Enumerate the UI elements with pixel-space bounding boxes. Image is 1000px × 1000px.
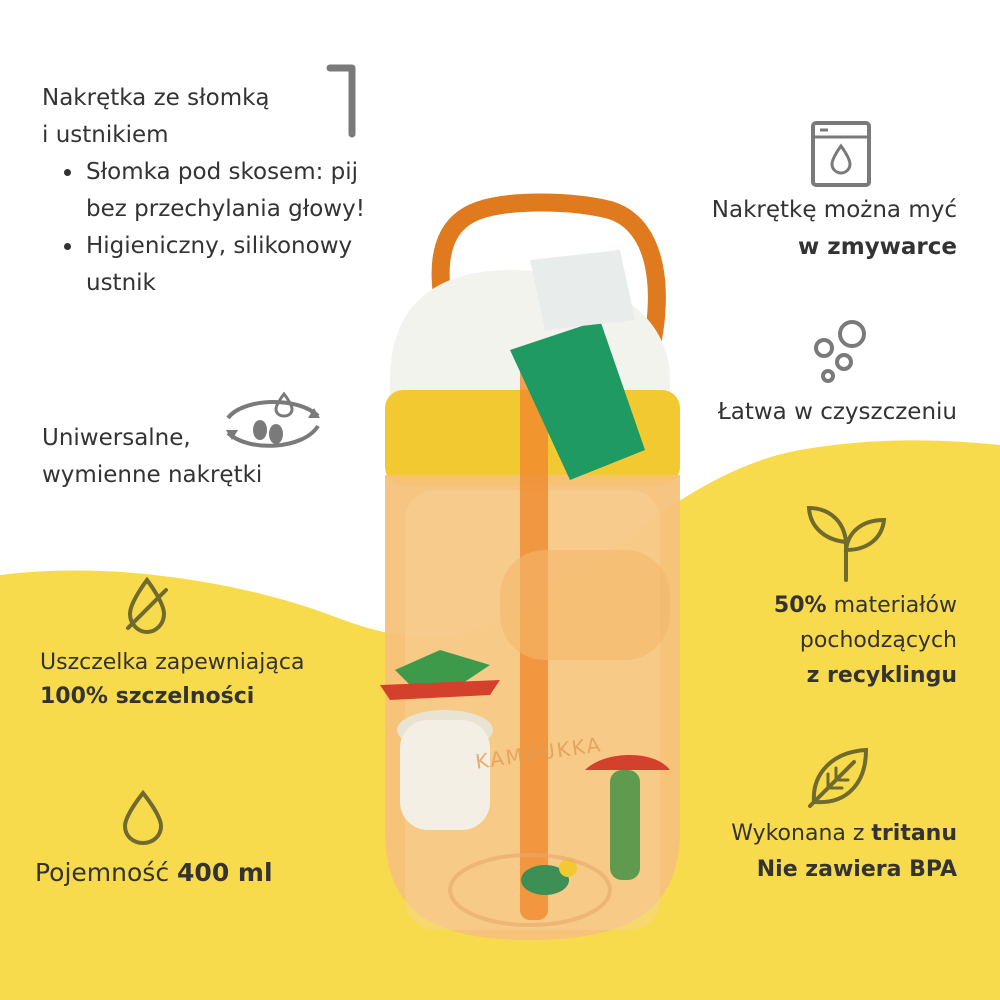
straw-icon xyxy=(322,62,362,146)
tritan-line1: Wykonana z tritanu xyxy=(731,821,957,846)
leaf-icon xyxy=(806,744,872,814)
tritan-feature: Wykonana z tritanu Nie zawiera BPA xyxy=(731,816,957,888)
recycled-line2: pochodzących xyxy=(799,628,957,653)
dishwasher-line1: Nakrętkę można myć xyxy=(711,197,957,223)
seal-line2: 100% szczelności xyxy=(40,684,255,709)
cap-bullet-straw: Słomka pod skosem: pij bez przechylania … xyxy=(42,154,402,228)
cycle-icon xyxy=(218,388,328,462)
bubbles-icon xyxy=(812,318,872,394)
universal-feature: Uniwersalne, wymienne nakrętki xyxy=(42,420,262,494)
cap-feature: Nakrętka ze słomką i ustnikiem Słomka po… xyxy=(42,80,402,302)
tritan-line2: Nie zawiera BPA xyxy=(756,857,957,882)
sprout-icon xyxy=(804,500,888,588)
capacity-label: Pojemność xyxy=(35,858,170,887)
recycled-line1: 50% materiałów xyxy=(773,593,957,618)
cleaning-feature: Łatwa w czyszczeniu xyxy=(717,399,957,425)
water-bottle-image xyxy=(380,193,680,940)
seal-line1: Uszczelka zapewniająca xyxy=(40,650,305,675)
dishwasher-line2: w zmywarce xyxy=(798,234,957,260)
dishwasher-icon xyxy=(810,120,872,192)
crossed-drop-icon xyxy=(122,576,172,640)
dishwasher-feature: Nakrętkę można myć w zmywarce xyxy=(712,192,957,266)
universal-line2: wymienne nakrętki xyxy=(42,462,263,488)
capacity-value: 400 ml xyxy=(177,858,273,887)
recycled-feature: 50% materiałów pochodzących z recyklingu xyxy=(774,588,957,693)
recycled-line3: z recyklingu xyxy=(806,663,957,688)
cap-title-line2: i ustnikiem xyxy=(42,122,169,148)
cap-bullet-mouthpiece: Higieniczny, silikonowy ustnik xyxy=(42,228,402,302)
cap-title-line1: Nakrętka ze słomką xyxy=(42,85,270,111)
seal-feature: Uszczelka zapewniająca 100% szczelności xyxy=(40,646,304,714)
universal-line1: Uniwersalne, xyxy=(42,425,191,451)
drop-icon xyxy=(120,789,166,850)
capacity-feature: Pojemność 400 ml xyxy=(35,854,273,891)
cap-bullet-list: Słomka pod skosem: pij bez przechylania … xyxy=(42,154,402,302)
